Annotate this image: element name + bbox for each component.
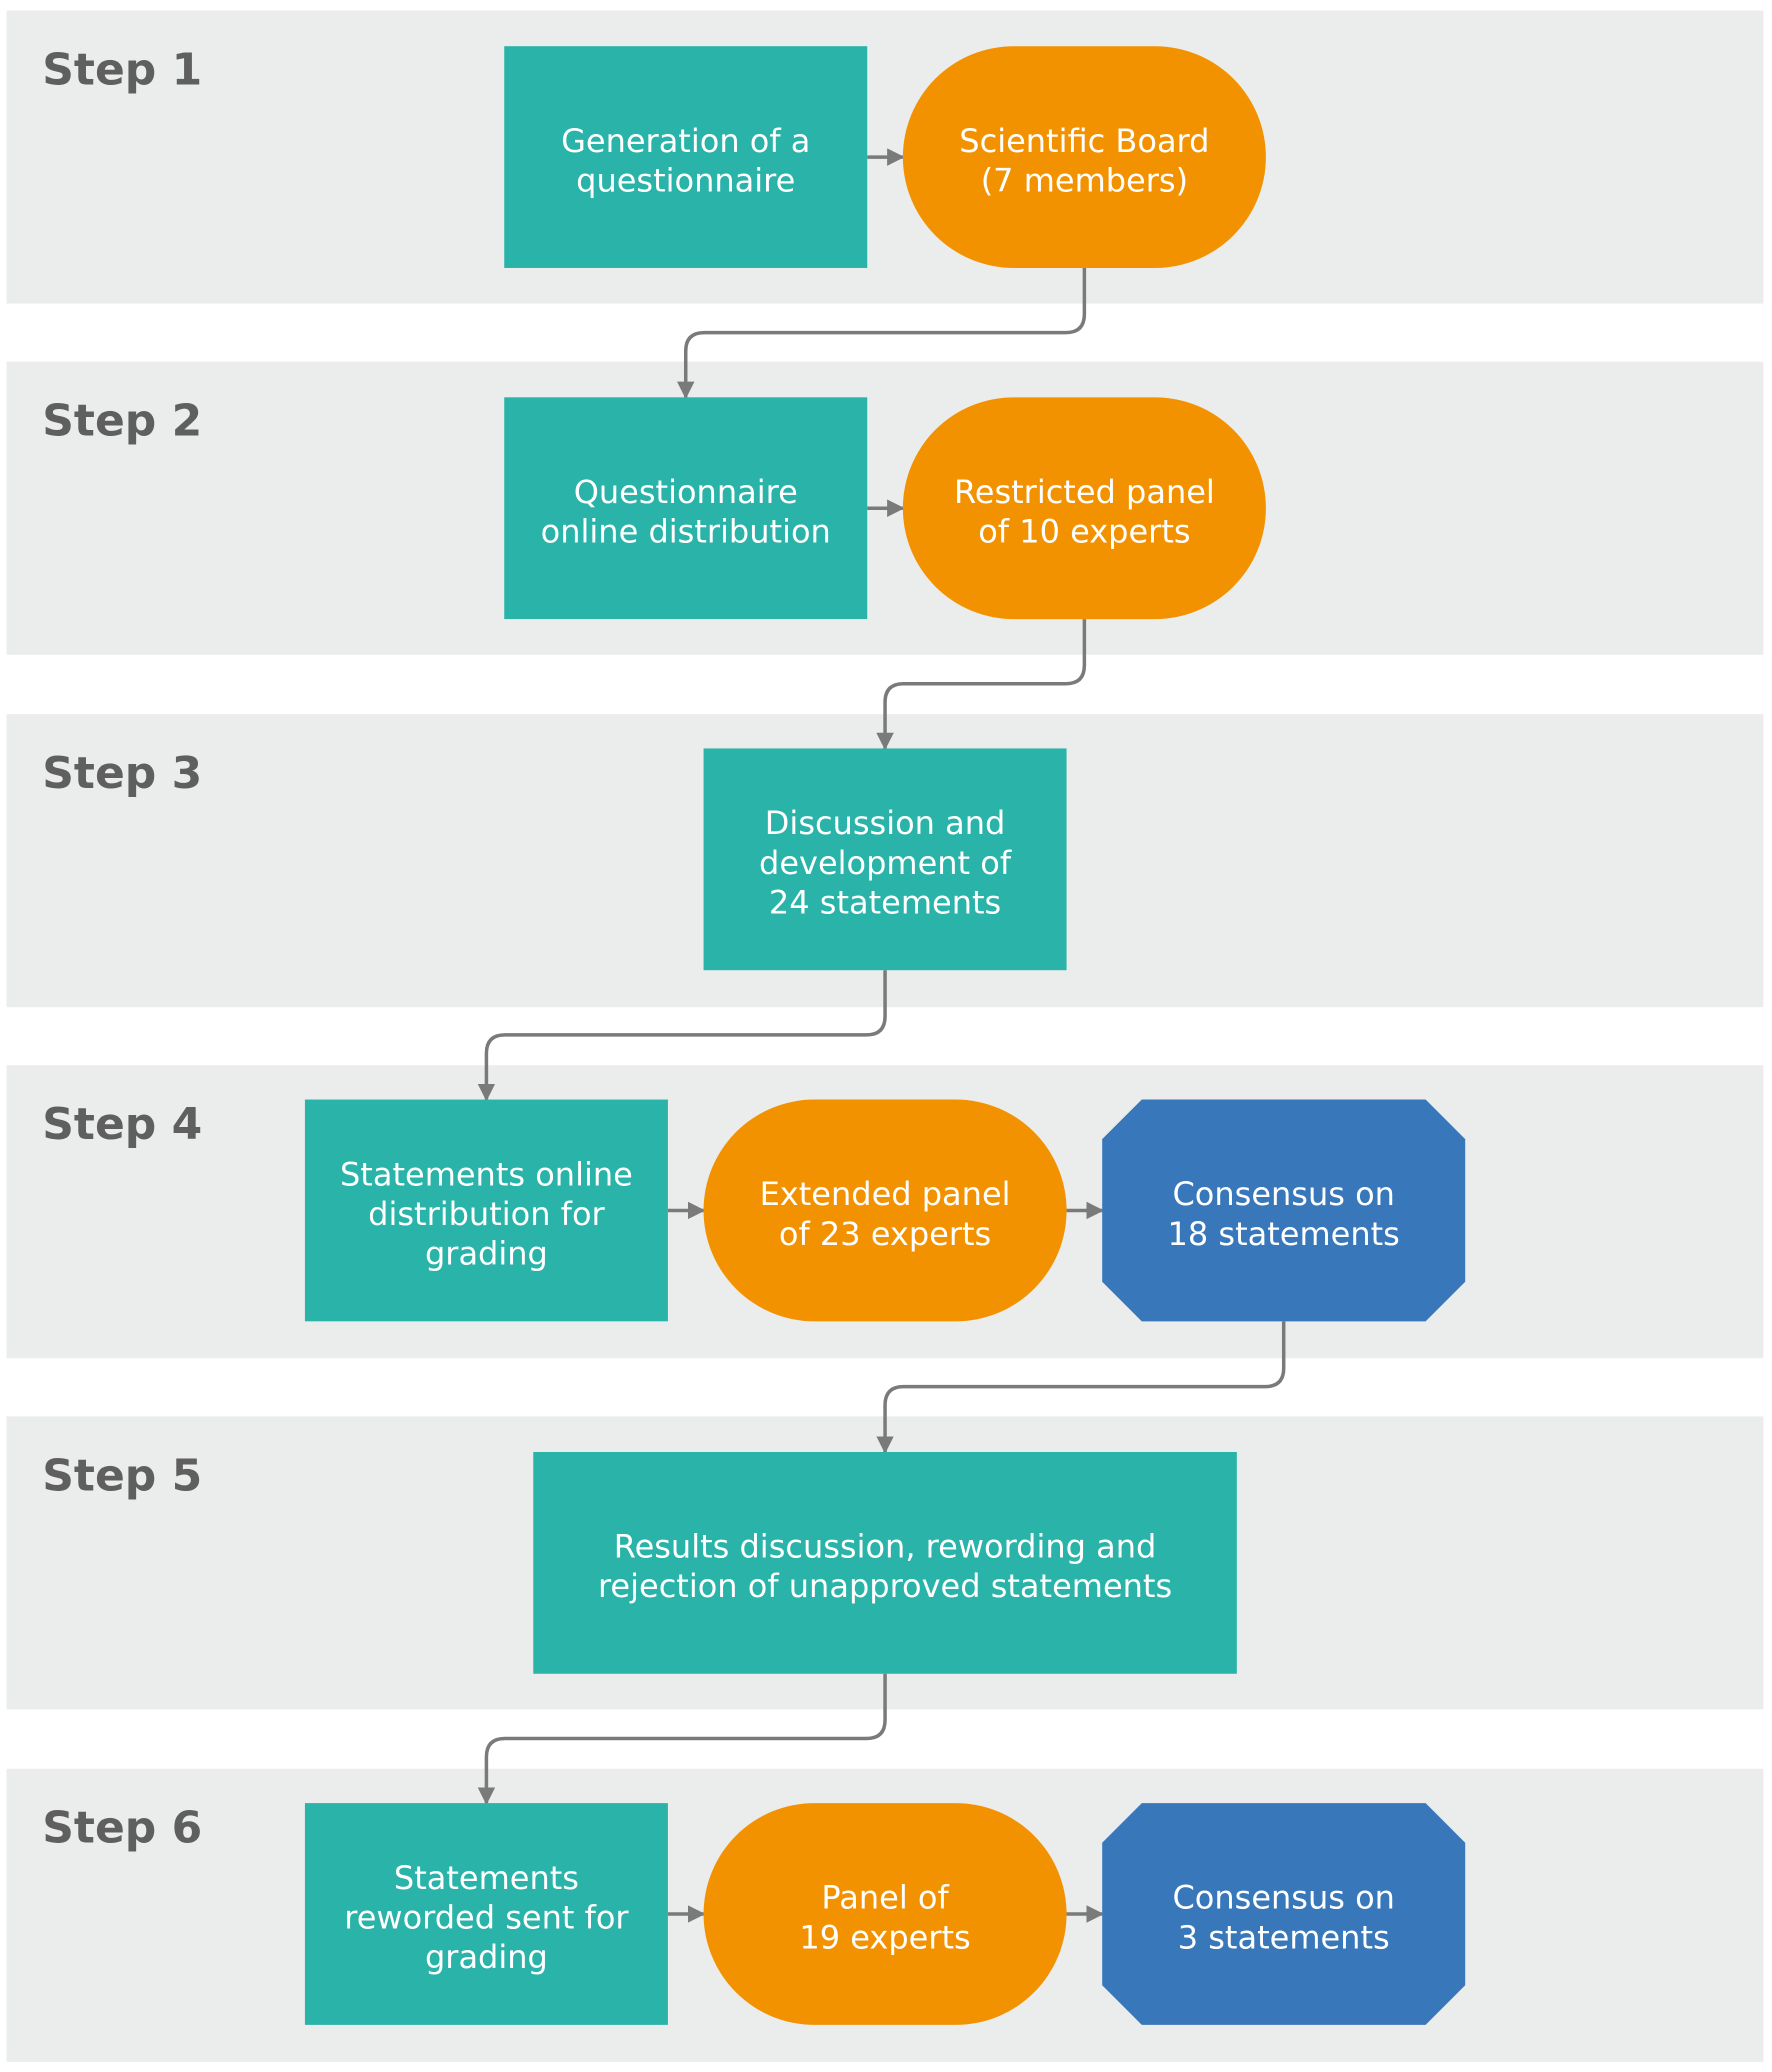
node-shape-n10 bbox=[304, 1803, 668, 2025]
node-text-n9-line-2: rejection of unapproved statements bbox=[598, 1567, 1172, 1605]
node-text-n10-line-3: grading bbox=[425, 1938, 548, 1976]
node-result-n12: Consensus on3 statements bbox=[1102, 1803, 1466, 2025]
node-text-n4-line-2: of 10 experts bbox=[978, 513, 1190, 551]
node-text-n3-line-2: online distribution bbox=[541, 513, 831, 551]
node-text-n4-line-1: Restricted panel bbox=[954, 473, 1215, 511]
connector-n2-to-n3 bbox=[676, 267, 1087, 400]
node-text-n8-line-2: 18 statements bbox=[1168, 1215, 1400, 1253]
node-text-n1-line-1: Generation of a bbox=[561, 122, 810, 160]
node-text-n8-line-1: Consensus on bbox=[1172, 1175, 1395, 1213]
node-text-n3-line-1: Questionnaire bbox=[574, 473, 798, 511]
node-text-n12-line-1: Consensus on bbox=[1172, 1879, 1395, 1917]
connector-n5-to-n6 bbox=[477, 970, 887, 1102]
node-text-n5-line-1: Discussion and bbox=[765, 804, 1006, 842]
node-panel-n2: Scientific Board(7 members) bbox=[902, 46, 1266, 268]
node-text-n11-line-2: 19 experts bbox=[799, 1918, 970, 1956]
node-text-n9-line-1: Results discussion, rewording and bbox=[614, 1528, 1157, 1566]
node-shape-n5 bbox=[703, 748, 1067, 971]
node-shape-n2 bbox=[902, 46, 1266, 268]
node-shape-n9 bbox=[533, 1452, 1237, 1674]
step-label-3: Step 3 bbox=[42, 748, 202, 799]
node-text-n6-line-1: Statements online bbox=[340, 1155, 633, 1193]
node-shape-n8 bbox=[1102, 1099, 1466, 1322]
node-text-n5-line-2: development of bbox=[759, 844, 1012, 882]
node-shape-n7 bbox=[703, 1099, 1067, 1322]
node-process-n9: Results discussion, rewording andrejecti… bbox=[533, 1452, 1237, 1674]
node-shape-n6 bbox=[304, 1099, 668, 1322]
connector-n8-to-n9 bbox=[876, 1321, 1286, 1454]
node-text-n6-line-3: grading bbox=[425, 1235, 548, 1273]
node-text-n5-line-3: 24 statements bbox=[769, 883, 1001, 921]
step-label-6: Step 6 bbox=[42, 1803, 202, 1854]
node-text-n12-line-2: 3 statements bbox=[1178, 1918, 1390, 1956]
node-text-n2-line-1: Scientific Board bbox=[959, 122, 1209, 160]
node-text-n10-line-2: reworded sent for bbox=[344, 1899, 629, 1937]
step-label-4: Step 4 bbox=[42, 1099, 202, 1150]
node-shape-n1 bbox=[504, 46, 868, 268]
step-label-1: Step 1 bbox=[42, 44, 202, 95]
node-shape-n4 bbox=[902, 397, 1266, 620]
step-label-2: Step 2 bbox=[42, 396, 202, 447]
node-text-n10-line-1: Statements bbox=[394, 1859, 579, 1897]
node-text-n11-line-1: Panel of bbox=[821, 1879, 949, 1917]
node-text-n7-line-1: Extended panel bbox=[760, 1175, 1011, 1213]
node-text-n2-line-2: (7 members) bbox=[981, 161, 1188, 199]
node-shape-n12 bbox=[1102, 1803, 1466, 2025]
node-text-n7-line-2: of 23 experts bbox=[779, 1215, 991, 1253]
node-shape-n3 bbox=[504, 397, 868, 620]
node-text-n1-line-2: questionnaire bbox=[576, 161, 795, 199]
step-label-5: Step 5 bbox=[42, 1450, 202, 1501]
connector-n9-to-n10 bbox=[477, 1673, 887, 1805]
node-text-n6-line-2: distribution for bbox=[368, 1195, 605, 1233]
connector-n4-to-n5 bbox=[876, 619, 1087, 751]
node-shape-n11 bbox=[703, 1803, 1067, 2025]
